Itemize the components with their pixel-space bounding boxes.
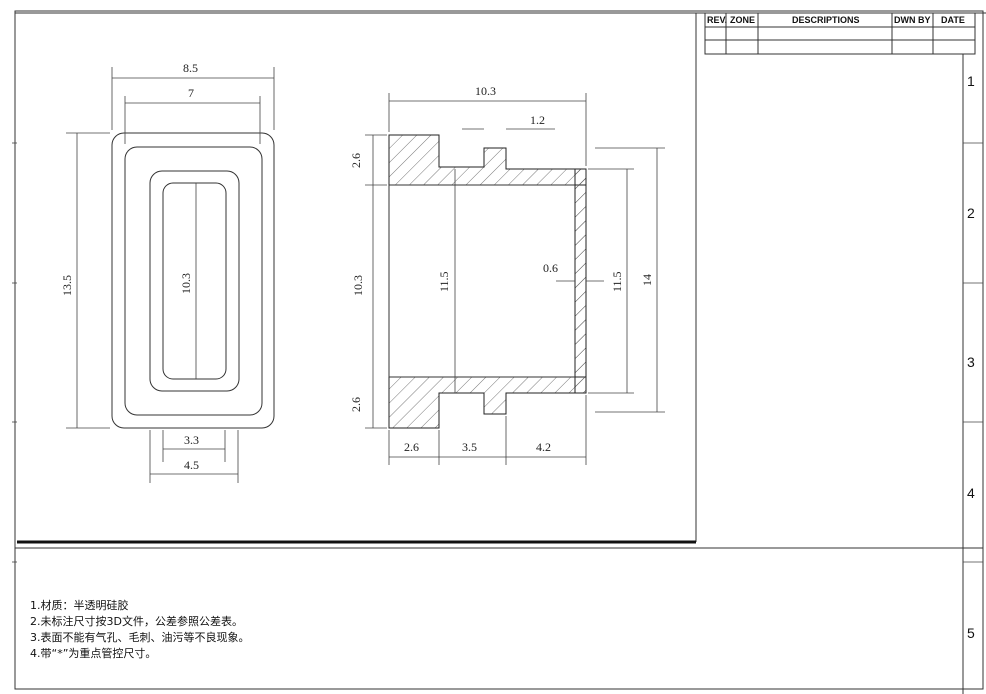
- descriptions-header: DESCRIPTIONS: [792, 15, 860, 25]
- note-material: 1.材质：半透明硅胶: [30, 599, 129, 612]
- dim-right-outer: 14: [640, 274, 654, 286]
- dim-bottom-outer: 4.5: [184, 458, 199, 472]
- dim-seg-b: 3.5: [462, 440, 477, 454]
- dim-bottom-inner: 3.3: [184, 433, 199, 447]
- section-view: 10.3 1.2 2.6 10.3 2.6 11.5 0.6 11.5 14: [349, 84, 665, 465]
- zone-label: 4: [967, 485, 975, 501]
- dim-outer-height: 13.5: [60, 275, 74, 296]
- front-view: 8.5 7 13.5 10.3 3.3 4.5: [60, 61, 275, 483]
- dim-right-inner: 11.5: [610, 271, 624, 292]
- dim-wall: 0.6: [543, 261, 558, 275]
- zone-label: 2: [967, 205, 975, 221]
- dim-inner-bore: 11.5: [437, 271, 451, 292]
- dim-top-flange: 2.6: [349, 153, 363, 168]
- technical-notes: 1.材质：半透明硅胶 2.未标注尺寸按3D文件，公差参照公差表。 3.表面不能有…: [30, 598, 250, 662]
- dim-seg-c: 4.2: [536, 440, 551, 454]
- third-outline: [149, 170, 240, 392]
- dim-total-width: 10.3: [475, 84, 496, 98]
- zone-label: 3: [967, 354, 975, 370]
- bottom-section-hatch: [388, 168, 587, 429]
- dim-slot-height: 10.3: [179, 273, 193, 294]
- zone-label: 5: [967, 625, 975, 641]
- dwn-by-header: DWN BY: [894, 15, 931, 25]
- dim-bottom-flange: 2.6: [349, 397, 363, 412]
- outer-outline: [111, 132, 275, 429]
- note-surface: 3.表面不能有气孔、毛刺、油污等不良现象。: [30, 631, 250, 644]
- second-outline: [124, 146, 263, 416]
- slot-outline: [162, 182, 227, 380]
- rev-header: REV.: [707, 15, 727, 25]
- dim-seg-a: 2.6: [404, 440, 419, 454]
- sheet-border: [14, 10, 984, 690]
- dim-outer-width: 8.5: [183, 61, 198, 75]
- zone-label: 1: [967, 73, 975, 89]
- revision-table: REV. ZONE DESCRIPTIONS DWN BY DATE: [704, 12, 976, 55]
- dim-groove-width: 1.2: [530, 113, 545, 127]
- zone-header: ZONE: [730, 15, 755, 25]
- dim-inner-width: 7: [188, 86, 194, 100]
- note-key-dimensions: 4.带“*”为重点管控尺寸。: [30, 647, 157, 660]
- right-wall-hatch: [574, 168, 587, 394]
- date-header: DATE: [941, 15, 965, 25]
- note-dimensions: 2.未标注尺寸按3D文件，公差参照公差表。: [30, 615, 243, 628]
- top-section-hatch: [388, 134, 587, 186]
- dim-left-height: 10.3: [351, 275, 365, 296]
